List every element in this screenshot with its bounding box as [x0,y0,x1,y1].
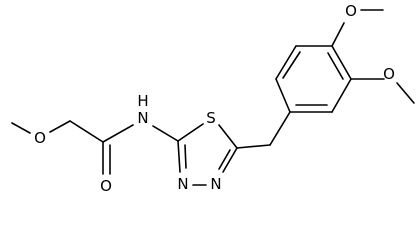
bond-c5-ch2 [236,144,271,149]
bond-ar-c2-c3 [275,45,297,80]
atom-n3-thiadiazole: N [177,175,188,193]
bond-o-ch2 [49,120,71,133]
bond-n3-c2-inner [184,144,187,169]
bond-ar-c1-c2 [275,78,291,113]
bond-ch2-aryl [269,111,291,146]
atom-o-aryl-right: O [383,65,395,83]
bond-ar-c4-c5 [331,45,352,80]
atom-n-amide: N [137,109,148,127]
bond-ch3-o [11,122,31,134]
atom-n4-thiadiazole: N [210,175,221,193]
bond-c5-n4 [222,147,238,173]
bond-ar-c2-c3-inner [282,51,301,79]
bond-layer [11,9,415,186]
molecule-diagram: O O N H S N N O O [11,2,415,195]
atom-o-aryl-top: O [345,2,357,20]
bond-carbonyl-n [102,124,134,143]
molecule-canvas: O O N H S N N O O [11,2,415,195]
bond-s-c5 [218,124,238,149]
atom-o-methoxy-left: O [34,129,46,147]
atom-o-carbonyl: O [100,177,112,195]
bond-ar-c4-c5-inner [327,52,344,80]
bond-o-ch3-right [396,82,415,104]
bond-ar-c5-c6 [331,78,352,113]
atom-labels: O O N H S N N O O [34,2,395,195]
bond-n3-c2 [177,140,181,173]
atom-s-thiadiazole: S [206,109,216,127]
atom-h-amide: H [137,92,148,110]
bond-c5-n4-inner [218,149,231,170]
bond-n-c2 [152,125,179,142]
bond-c2-s [177,123,204,142]
bond-ch2-carbonyl [69,120,104,143]
bond-ar-o-top [331,22,345,47]
